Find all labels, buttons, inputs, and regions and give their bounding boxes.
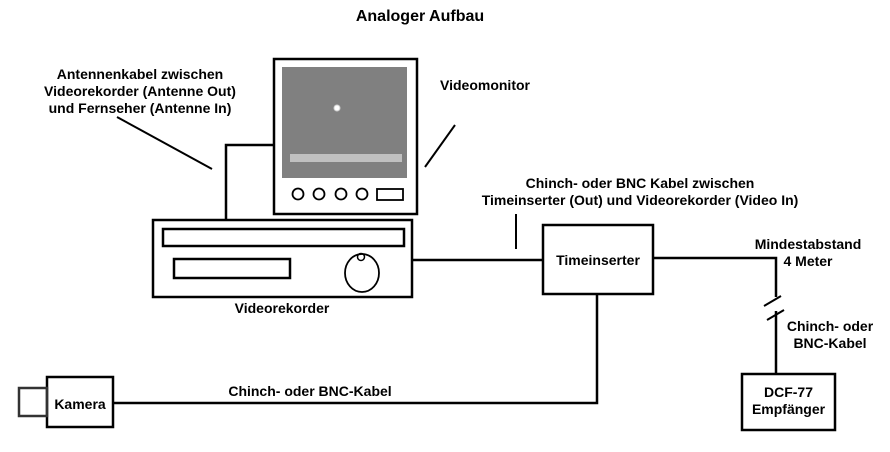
dcf-cable-label-line-1: Chinch- oder (786, 318, 874, 334)
dcf77-box (740, 372, 837, 432)
videomonitor (272, 57, 419, 216)
camera-cable-label: Chinch- oder BNC-Kabel (228, 383, 392, 399)
dcf-cable-upper (654, 256, 778, 297)
videorekorder (151, 218, 414, 299)
min-distance-label-line-1: Mindestabstand (754, 236, 862, 252)
dcf-cable-label-line-2: BNC-Kabel (793, 335, 867, 351)
vcr-housing (151, 218, 414, 299)
monitor-button-2 (312, 187, 326, 201)
monitor-screen-dot (333, 104, 341, 112)
diagram-title: Analoger Aufbau (355, 8, 485, 25)
monitor-panel-slot (376, 188, 404, 201)
antenna-cable-label: Antennenkabel zwischen Videorekorder (An… (20, 66, 260, 117)
monitor-housing (272, 57, 419, 216)
timeinserter-label: Timeinserter (556, 252, 640, 268)
monitor-button-1 (291, 187, 305, 201)
cable-break-mark-2 (766, 309, 785, 321)
monitor-screen-bar (290, 154, 402, 162)
vcr-cassette-slot (161, 227, 406, 248)
vcr-display (172, 257, 292, 280)
video-cable-label-line-2: Timeinserter (Out) und Videorekorder (Vi… (481, 192, 799, 208)
video-cable-label: Chinch- oder BNC Kabel zwischen Timeinse… (450, 175, 830, 209)
min-distance-label-line-2: 4 Meter (783, 253, 833, 269)
monitor-button-3 (334, 187, 348, 201)
antenna-cable-line (224, 143, 274, 220)
min-distance-label: Mindestabstand 4 Meter (748, 236, 868, 270)
video-cable-label-line-1: Chinch- oder BNC Kabel zwischen (525, 175, 755, 191)
vcr-knob-marker (356, 252, 366, 262)
monitor-button-4 (355, 187, 369, 201)
antenna-cable-label-line-1: Antennenkabel zwischen (56, 66, 224, 82)
dcf77-label-line-1: DCF-77 (763, 384, 813, 400)
antenna-cable-label-line-2: Videorekorder (Antenne Out) (44, 83, 236, 99)
camera-cable-line (113, 294, 599, 405)
antenna-cable-label-line-3: und Fernseher (Antenne In) (48, 100, 232, 116)
videomonitor-leader (424, 124, 456, 168)
dcf-cable-label: Chinch- oder BNC-Kabel (776, 318, 884, 352)
camera-label: Kamera (54, 396, 106, 412)
dcf77-label: DCF-77 Empfänger (742, 384, 835, 418)
cable-break-mark-1 (763, 295, 782, 307)
camera-lens (17, 386, 49, 418)
videomonitor-label: Videomonitor (440, 77, 530, 93)
dcf77-label-line-2: Empfänger (751, 401, 826, 417)
antenna-cable-leader (116, 116, 213, 170)
videorekorder-label: Videorekorder (234, 300, 330, 316)
